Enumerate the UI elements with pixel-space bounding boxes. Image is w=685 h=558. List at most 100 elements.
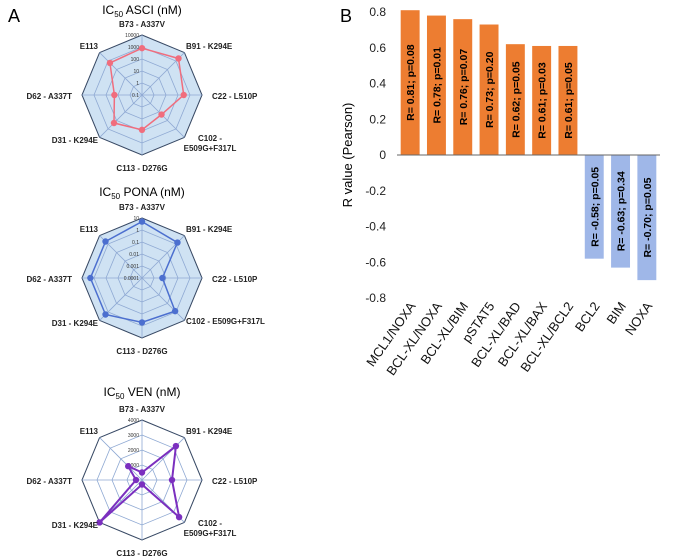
radar-point [159,274,166,282]
bar-data-label: R= 0.61; p=0.03 [537,62,549,139]
radar-axis-label: D62 - A337T [27,275,73,284]
radar-axis-label: C22 - L510P [212,477,258,486]
bar [426,15,446,156]
radar-axis-label: C113 - D276G [116,347,167,356]
bar [453,19,473,156]
radar-axis-label: E113 [80,427,99,436]
radar-point [171,307,179,315]
radar-point [110,119,118,127]
radar-point [168,476,176,484]
radar-tick-label: 0.1 [132,240,139,246]
bar-data-label: R= -0.58; p=0.05 [589,167,601,247]
y-tick-label: -0.8 [365,291,386,305]
radar-tick-label: 1000 [128,463,139,469]
radar-tick-label: 0.001 [126,264,139,270]
radar-point [125,463,132,470]
y-tick-label: -0.4 [365,220,386,234]
radar-spoke [99,94,143,138]
radar-point [174,239,181,246]
y-tick-label: -0.6 [365,255,386,269]
radar-axis-label: C113 - D276G [116,164,167,173]
radar-axis-label: D31 - K294E [52,136,99,145]
radar-tick-label: 10000 [125,33,139,39]
panel-label-a: A [8,6,20,26]
bar [479,24,499,156]
radar-axis-label: E113 [80,225,99,234]
radar-axis-label: C113 - D276G [116,549,167,558]
x-category-label: NOXA [622,299,656,338]
radar-point [138,469,146,476]
bar [584,155,604,259]
bar-data-label: R= 0.73; p=0.20 [484,51,496,128]
radar-tick-label: 100 [131,57,140,63]
radar-tick-label: 1 [136,228,139,234]
radar-point [180,91,187,99]
x-category-label: BIM [603,299,629,327]
radar-tick-label: 2000 [128,448,139,454]
radar-axis-label: D62 - A337T [27,92,73,101]
y-tick-label: 0.4 [369,77,386,91]
bar-data-label: R= 0.78; p=0.01 [431,47,443,124]
bar-data-label: R= -0.63; p=0.34 [616,171,628,251]
radar-title: IC50 VEN (nM) [104,385,181,401]
radar-axis-label: D62 - A337T [27,477,73,486]
radar-point [138,481,146,488]
radar-axis-label: B91 - K294E [186,42,233,51]
radar-tick-label: 10 [133,216,139,222]
bar-chart-pearson: R value (Pearson)-0.8-0.6-0.4-0.200.20.4… [340,5,660,378]
y-tick-label: -0.2 [365,184,386,198]
radar-title: IC50 ASCI (nM) [102,3,182,19]
radar-tick-label: 0.0001 [124,276,140,282]
radar-tick-label: 1000 [128,45,139,51]
radar-tick-label: 10 [133,69,139,75]
radar-point [175,513,183,521]
radar-axis-label: C102 - E509G+F317L [186,317,265,326]
bar-data-label: R= 0.61; p=0.05 [563,62,575,139]
radar-axis-label: D31 - K294E [52,319,99,328]
y-tick-label: 0.8 [369,5,386,19]
radar-point [138,218,146,225]
radar-axis-label: C22 - L510P [212,92,258,101]
radar-point [111,91,118,99]
y-tick-label: 0.6 [369,41,386,55]
bar-data-label: R= 0.76; p=0.07 [458,49,470,126]
radar-axis-label: D31 - K294E [52,521,99,530]
radar-axis-label: C102 -E509G+F317L [184,134,237,153]
bar [637,155,657,281]
radar-axis-label: B91 - K294E [186,427,233,436]
radar-point [138,44,146,52]
y-tick-label: 0.2 [369,112,386,126]
radar-tick-label: 0.1 [132,93,139,99]
radar-axis-label: B73 - A337V [119,20,166,29]
radar-point [102,311,109,318]
x-category-label: BCL2 [572,299,603,334]
radar-point [102,238,109,245]
bar-data-label: R= 0.81; p=0.08 [405,44,417,121]
radar-axis-label: B91 - K294E [186,225,233,234]
radar-spoke [99,52,143,96]
radar-point [106,59,114,67]
radar-axis-label: E113 [80,42,99,51]
radar-tick-label: 4000 [128,418,139,424]
y-axis-label: R value (Pearson) [340,103,355,208]
radar-point [158,111,165,118]
radar-point [138,126,146,134]
bar [400,10,420,156]
radar-title: IC50 PONA (nM) [99,185,185,201]
bar [505,44,525,155]
bar-data-label: R= 0.62; p=0.05 [510,61,522,138]
radar-axis-label: C22 - L510P [212,275,258,284]
bar [532,45,552,155]
radar-tick-label: 1 [136,81,139,87]
radar-point [172,442,180,450]
radar-axis-label: B73 - A337V [119,405,166,414]
radar-point [175,55,182,62]
bar [611,155,631,268]
radar-chart-ven: IC50 VEN (nM)01000200030004000B73 - A337… [27,385,259,558]
radar-tick-label: 3000 [128,433,139,439]
radar-chart-asci: IC50 ASCI (nM) 0.1 1 10 100 1000 10000 B73 - A3… [27,3,259,173]
radar-axis-label: C102 -E509G+F317L [184,519,237,538]
radar-point [138,319,146,326]
